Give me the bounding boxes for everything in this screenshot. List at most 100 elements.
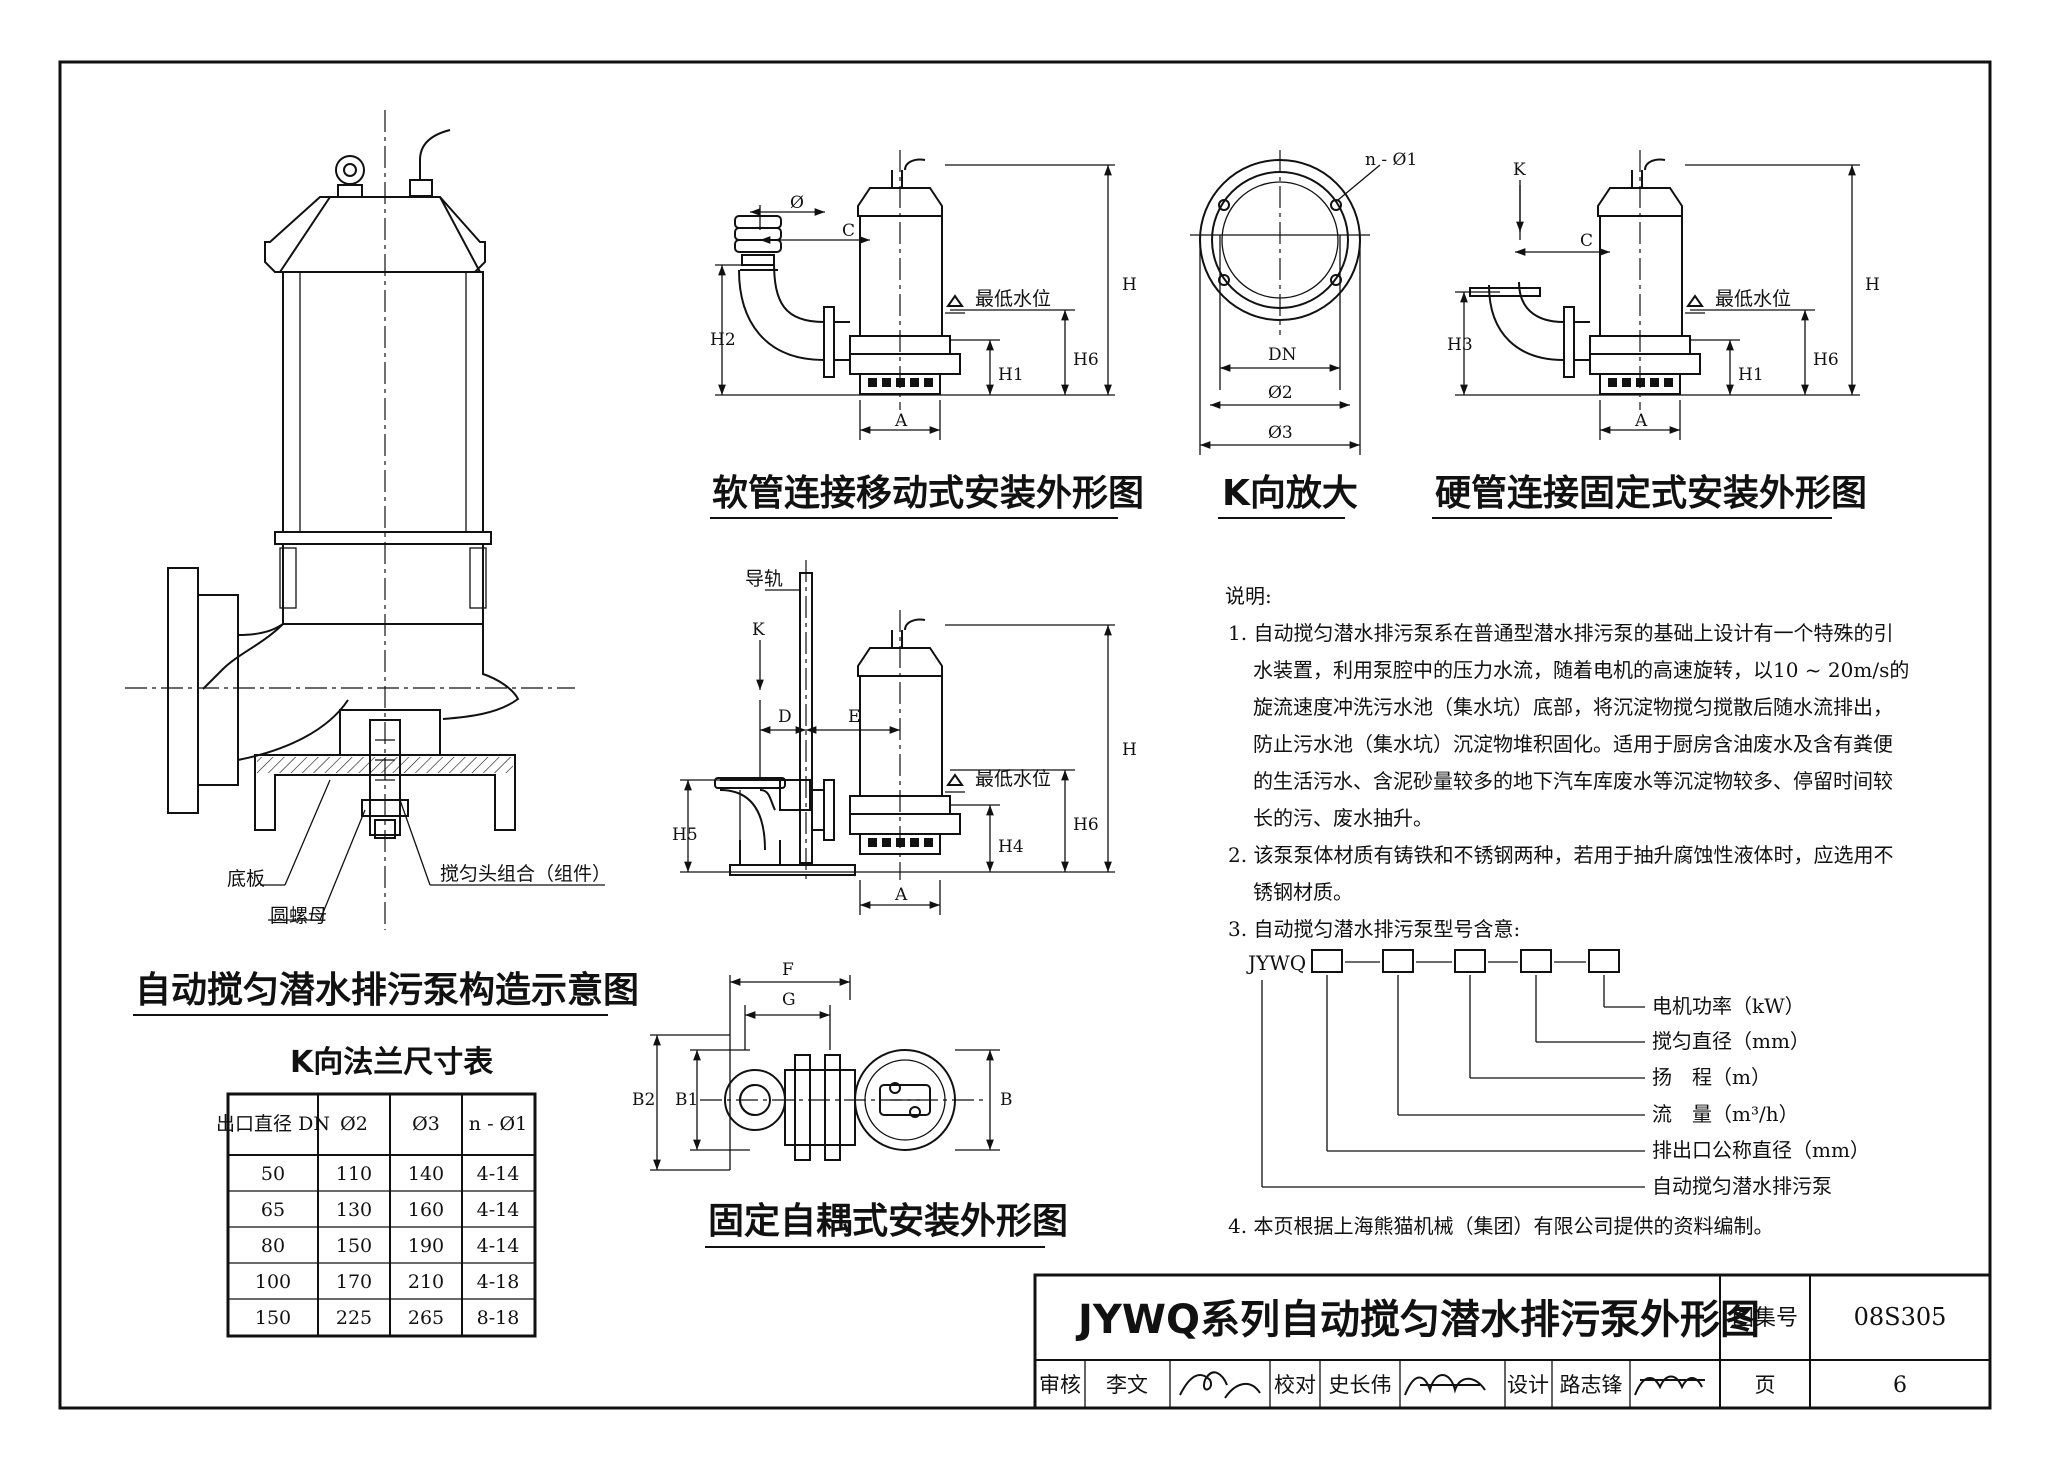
coupling-view-drawing <box>680 560 1115 915</box>
flange-cell: 130 <box>336 1199 372 1221</box>
rigid-c-label: C <box>1580 231 1593 251</box>
flange-cell: 140 <box>408 1163 444 1185</box>
flange-header-dn: 出口直径 DN <box>216 1113 330 1135</box>
note-1-line: 长的污、废水抽升。 <box>1253 806 1433 830</box>
coupling-h-label: H <box>1122 740 1137 760</box>
hose-h6-label: H6 <box>1073 350 1099 370</box>
flange-cell: 190 <box>408 1235 444 1257</box>
rigid-water-level-label: 最低水位 <box>1715 288 1791 310</box>
k-n-phi1-label: n - Ø1 <box>1365 150 1417 170</box>
structure-diagram <box>125 110 605 930</box>
plan-b2-label: B2 <box>632 1090 655 1110</box>
model-item: 搅匀直径（mm） <box>1652 1029 1810 1053</box>
coupling-d-label: D <box>778 707 792 727</box>
flange-cell: 4-14 <box>477 1163 520 1185</box>
hose-h-label: H <box>1122 275 1137 295</box>
plan-b-label: B <box>1000 1090 1013 1110</box>
design-label: 设计 <box>1507 1373 1549 1397</box>
flange-cell: 170 <box>336 1271 372 1293</box>
rigid-k-label: K <box>1513 160 1526 180</box>
note-1-line: 水装置，利用泵腔中的压力水流，随着电机的高速旋转，以10 ~ 20m/s的 <box>1253 658 1909 682</box>
flange-cell: 4-14 <box>477 1199 520 1221</box>
plan-b1-label: B1 <box>675 1090 698 1110</box>
rigid-h6-label: H6 <box>1813 350 1839 370</box>
flange-table-title: K向法兰尺寸表 <box>290 1045 493 1080</box>
flange-cell: 4-14 <box>477 1235 520 1257</box>
flange-cell: 160 <box>408 1199 444 1221</box>
coupling-a-label: A <box>894 885 908 905</box>
rigid-view-title: 硬管连接固定式安装外形图 <box>1435 473 1867 514</box>
rigid-h-label: H <box>1865 275 1880 295</box>
stir-head-label: 搅匀头组合（组件） <box>440 863 611 885</box>
k-phi3-label: Ø3 <box>1268 423 1293 443</box>
plan-view-drawing <box>650 975 1000 1171</box>
flange-cell: 210 <box>408 1271 444 1293</box>
page-label: 页 <box>1755 1373 1776 1397</box>
note-1-line: 1. 自动搅匀潜水排污泵系在普通型潜水排污泵的基础上设计有一个特殊的引 <box>1228 621 1893 645</box>
coupling-water-level-label: 最低水位 <box>975 768 1051 790</box>
hose-c-label: C <box>842 221 855 241</box>
flange-cell: 150 <box>336 1235 372 1257</box>
hose-water-level-label: 最低水位 <box>975 288 1051 310</box>
title-block <box>1033 1273 1992 1410</box>
plan-f-label: F <box>782 960 794 980</box>
flange-cell: 265 <box>408 1307 444 1329</box>
model-item: 自动搅匀潜水排污泵 <box>1652 1174 1832 1198</box>
model-code-diagram <box>1261 949 1645 1188</box>
flange-cell: 4-18 <box>477 1271 520 1293</box>
hose-phi-label: Ø <box>790 193 804 213</box>
flange-cell: 225 <box>336 1307 372 1329</box>
note-3: 3. 自动搅匀潜水排污泵型号含意: <box>1228 917 1520 941</box>
note-1-line: 的生活污水、含泥砂量较多的地下汽车库废水等沉淀物较多、停留时间较 <box>1253 769 1893 793</box>
structure-diagram-title: 自动搅匀潜水排污泵构造示意图 <box>135 970 639 1011</box>
note-1-line: 防止污水池（集水坑）沉淀物堆积固化。适用于厨房含油废水及含有粪便 <box>1253 732 1893 756</box>
round-nut-label: 圆螺母 <box>270 905 327 927</box>
designer-name: 路志锋 <box>1560 1373 1623 1397</box>
reviewer-name: 李文 <box>1106 1373 1148 1397</box>
sheet-frame <box>58 60 1992 1410</box>
flange-cell: 65 <box>261 1199 285 1221</box>
k-view-drawing <box>1190 150 1381 455</box>
rigid-h3-label: H3 <box>1447 335 1473 355</box>
plan-g-label: G <box>782 990 796 1010</box>
rigid-h1-label: H1 <box>1738 365 1764 385</box>
model-item: 扬 程（m） <box>1652 1065 1771 1089</box>
note-2-line: 锈钢材质。 <box>1253 880 1353 904</box>
flange-cell: 80 <box>261 1235 285 1257</box>
note-1-line: 旋流速度冲洗污水池（集水坑）底部，将沉淀物搅匀搅散后随水流排出， <box>1253 695 1893 719</box>
base-plate-label: 底板 <box>227 868 265 890</box>
hose-a-label: A <box>894 411 908 431</box>
model-item: 排出口公称直径（mm） <box>1652 1138 1870 1162</box>
model-item: 电机功率（kW） <box>1652 994 1805 1018</box>
rigid-view-drawing <box>1455 150 1860 440</box>
model-prefix: JYWQ <box>1246 951 1306 975</box>
flange-header-phi2: Ø2 <box>340 1113 368 1135</box>
main-title: JYWQ系列自动搅匀潜水排污泵外形图 <box>1075 1297 1760 1343</box>
coupling-h6-label: H6 <box>1073 815 1099 835</box>
flange-table <box>226 1092 537 1338</box>
hose-h1-label: H1 <box>998 365 1024 385</box>
review-label: 审核 <box>1039 1373 1081 1397</box>
note-4: 4. 本页根据上海熊猫机械（集团）有限公司提供的资料编制。 <box>1228 1214 1773 1238</box>
coupling-h5-label: H5 <box>672 825 698 845</box>
note-2-line: 2. 该泵泵体材质有铸铁和不锈钢两种，若用于抽升腐蚀性液体时，应选用不 <box>1228 843 1893 867</box>
hose-view-title: 软管连接移动式安装外形图 <box>712 473 1144 514</box>
flange-header-n-phi1: n - Ø1 <box>469 1113 527 1135</box>
k-dn-label: DN <box>1268 345 1297 365</box>
check-label: 校对 <box>1274 1373 1316 1397</box>
k-phi2-label: Ø2 <box>1268 383 1293 403</box>
atlas-label: 图集号 <box>1732 1306 1798 1331</box>
flange-cell: 8-18 <box>477 1307 520 1329</box>
hose-h2-label: H2 <box>710 330 736 350</box>
flange-header-phi3: Ø3 <box>412 1113 440 1135</box>
coupling-k-label: K <box>752 620 765 640</box>
coupling-rail-label: 导轨 <box>745 568 783 590</box>
flange-cell: 150 <box>255 1307 291 1329</box>
k-view-title: K向放大 <box>1222 473 1358 514</box>
checker-name: 史长伟 <box>1329 1373 1392 1397</box>
coupling-e-label: E <box>848 707 860 727</box>
flange-cell: 100 <box>255 1271 291 1293</box>
flange-cell: 50 <box>261 1163 285 1185</box>
coupling-h4-label: H4 <box>998 837 1024 857</box>
